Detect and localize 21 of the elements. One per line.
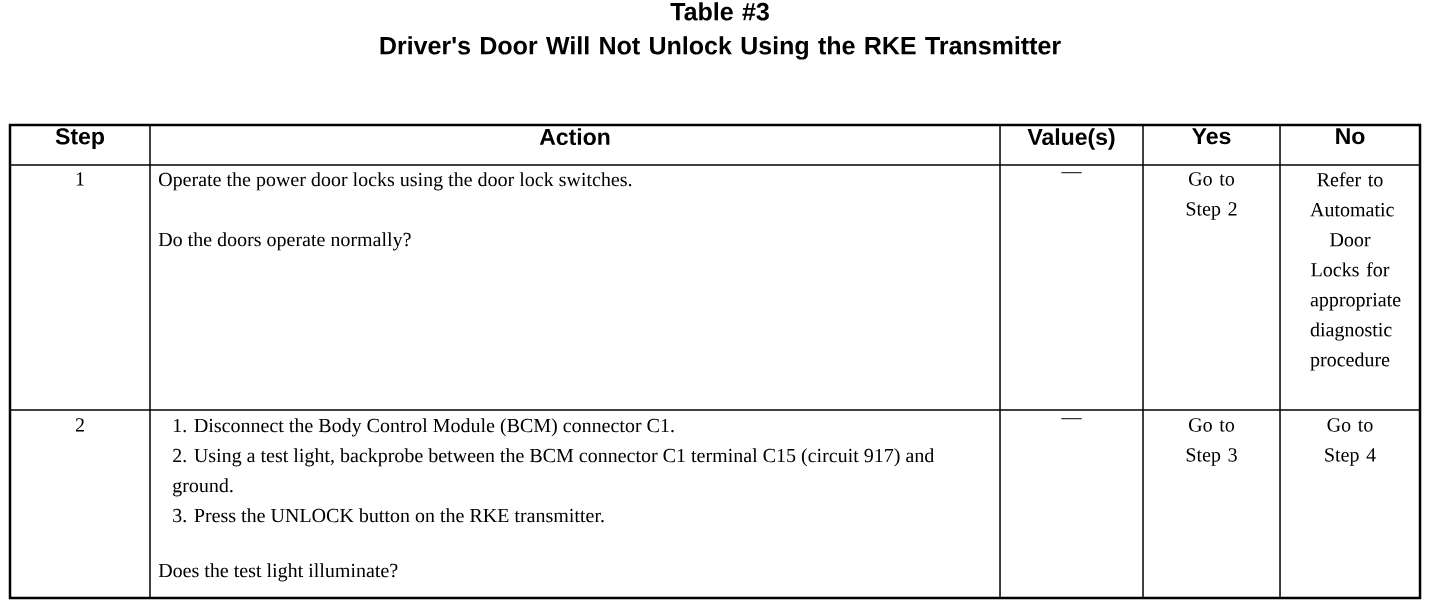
step-number: 2 — [75, 418, 84, 432]
value-text: — — [1061, 172, 1082, 174]
value-text: — — [1061, 418, 1082, 420]
column-header: Yes — [1192, 128, 1231, 145]
table-title: Table #3 — [670, 2, 769, 21]
action-text: Operate the power door locks using the door lock switches. — [159, 172, 632, 191]
result-text: Refer to Automatic Door Locks for appropriate diagnostic procedure — [1310, 172, 1401, 371]
column-header: Value(s) — [1027, 128, 1115, 150]
action-step-text: 3. Press the UNLOCK button on the RKE transmitter. — [173, 508, 604, 523]
step-number: 1 — [76, 172, 84, 186]
result-text: Go to Step 4 — [1325, 418, 1376, 466]
result-text: Go to Step 2 — [1186, 172, 1237, 220]
action-step-text: 1. Disconnect the Body Control Module (BCM) connector C1. — [173, 418, 674, 437]
result-text: Go to Step 3 — [1186, 418, 1237, 466]
action-text: Do the doors operate normally? — [158, 232, 411, 251]
column-header: Action — [539, 128, 610, 146]
table-title: Driver's Door Will Not Unlock Using the RKE Transmitter — [380, 36, 1061, 60]
action-step-text: 2. Using a test light, backprobe between the BCM connector C1 terminal C15 (circuit 917) and ground. — [173, 448, 935, 497]
column-header: Step — [55, 128, 104, 150]
action-text: Does the test light illuminate? — [158, 563, 398, 582]
column-header: No — [1336, 128, 1365, 145]
